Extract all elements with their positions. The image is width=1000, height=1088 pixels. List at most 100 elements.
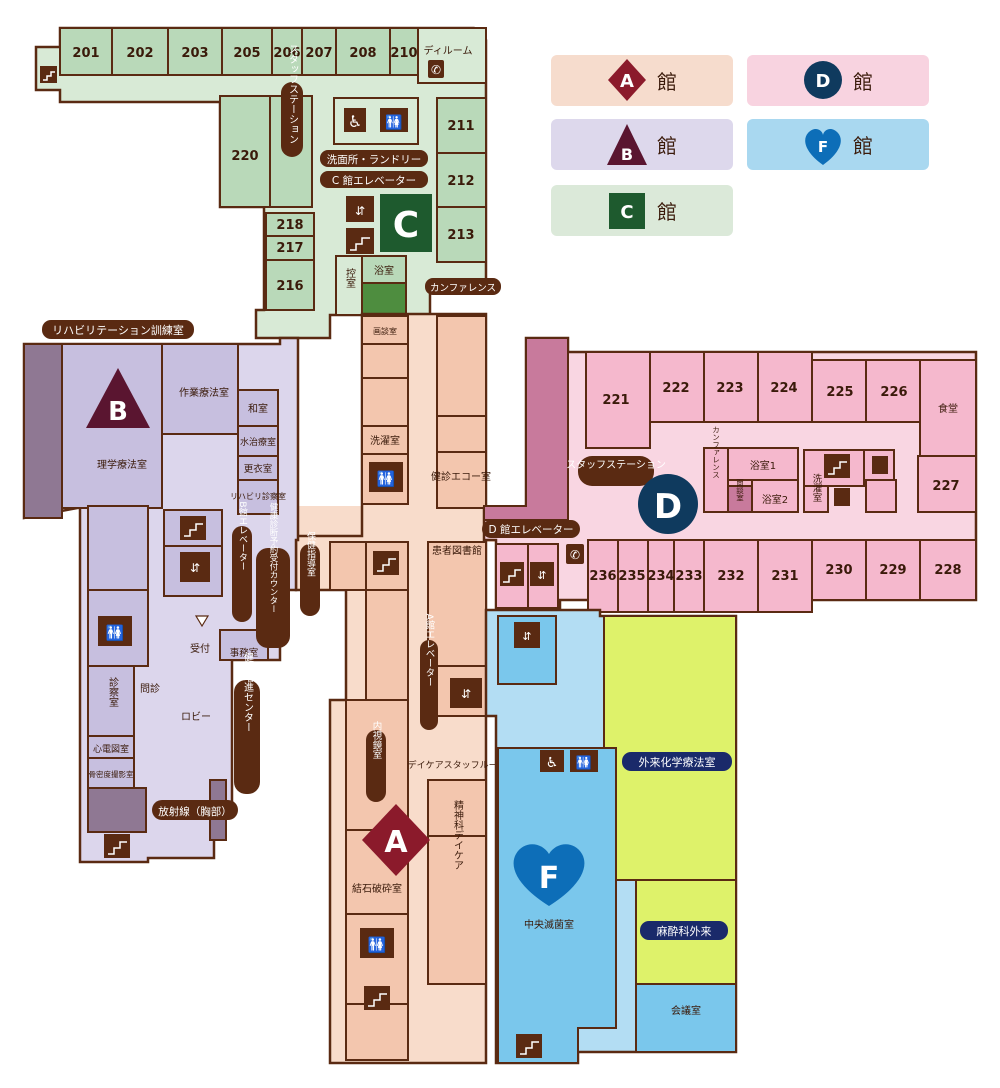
svg-text:カンファレンス: カンファレンス: [711, 425, 720, 478]
elevator-icon: [346, 196, 374, 222]
svg-text:画談室: 画談室: [373, 326, 397, 336]
svg-text:診察室: 診察室: [107, 676, 119, 707]
restroom-icon: [872, 456, 888, 474]
elevator-icon: [530, 562, 554, 586]
svg-text:211: 211: [447, 119, 474, 134]
svg-text:デイケアスタッフルーム: デイケアスタッフルーム: [408, 759, 507, 771]
c-wing: 201 202 203 205 206 207 208 210 ディルーム ✆ …: [34, 26, 501, 340]
svg-text:受付: 受付: [190, 642, 210, 655]
b-wing-marker: [86, 368, 150, 428]
svg-text:208: 208: [349, 46, 376, 61]
svg-text:結石破砕室: 結石破砕室: [352, 882, 402, 895]
svg-text:231: 231: [771, 569, 798, 584]
svg-text:F: F: [539, 861, 560, 896]
svg-text:館: 館: [853, 134, 873, 158]
svg-text:事務室: 事務室: [230, 647, 259, 659]
svg-text:放射線（胸部）: 放射線（胸部）: [158, 805, 232, 818]
svg-text:✆: ✆: [431, 63, 441, 77]
stairs-icon: [40, 66, 57, 83]
restroom-icon: [369, 462, 403, 492]
svg-text:230: 230: [825, 563, 852, 578]
stairs-icon: [516, 1034, 542, 1058]
svg-text:更衣室: 更衣室: [244, 463, 273, 475]
svg-text:226: 226: [880, 385, 907, 400]
svg-text:内視鏡室: 内視鏡室: [371, 720, 383, 759]
svg-text:⇵: ⇵: [522, 630, 531, 643]
restroom-icon: [98, 616, 132, 646]
svg-text:229: 229: [879, 563, 906, 578]
svg-text:⇵: ⇵: [461, 687, 471, 701]
svg-text:リハビリ診察室: リハビリ診察室: [230, 491, 286, 501]
svg-text:♿: ♿: [546, 755, 559, 771]
svg-text:和室: 和室: [248, 402, 268, 415]
restroom-icon: [570, 750, 598, 772]
svg-text:心電図室: 心電図室: [93, 743, 129, 755]
svg-text:D: D: [816, 71, 831, 92]
svg-text:健康診断予約受付カウンター: 健康診断予約受付カウンター: [268, 502, 278, 613]
staff-station-pill: [281, 82, 303, 157]
svg-text:🚻: 🚻: [377, 470, 396, 488]
svg-text:骨密度撮影室: 骨密度撮影室: [89, 769, 134, 779]
svg-text:保健指導室: 保健指導室: [305, 530, 316, 576]
svg-text:洗濯室: 洗濯室: [811, 473, 823, 502]
stairs-icon: [364, 986, 390, 1010]
svg-text:B: B: [108, 397, 128, 427]
svg-text:228: 228: [934, 563, 961, 578]
phone-icon: [428, 60, 444, 78]
svg-text:洗濯室: 洗濯室: [370, 434, 400, 447]
svg-text:205: 205: [233, 46, 260, 61]
svg-text:210: 210: [390, 46, 417, 61]
svg-text:C 館エレベーター: C 館エレベーター: [332, 174, 416, 187]
svg-text:🚻: 🚻: [106, 624, 125, 642]
svg-text:C: C: [620, 202, 633, 223]
svg-text:水治療室: 水治療室: [240, 436, 276, 448]
svg-text:216: 216: [276, 279, 303, 294]
stairs-icon: [373, 551, 399, 575]
legend: A 館 D 館 B 館 F 館 C 館: [551, 55, 929, 236]
svg-text:⇵: ⇵: [537, 569, 546, 582]
svg-text:会議室: 会議室: [671, 1004, 701, 1017]
svg-text:A: A: [620, 71, 634, 92]
svg-text:浴室2: 浴室2: [762, 493, 788, 506]
svg-text:控室: 控室: [344, 267, 356, 288]
svg-text:洗面所・ランドリー: 洗面所・ランドリー: [327, 154, 422, 166]
legend-item-a: A 館: [551, 55, 733, 106]
svg-text:カンファレンス: カンファレンス: [430, 283, 496, 294]
svg-text:館: 館: [657, 70, 677, 94]
svg-text:浴室1: 浴室1: [750, 459, 776, 472]
svg-text:🚻: 🚻: [368, 936, 387, 954]
d-wing-marker: [638, 474, 698, 534]
svg-text:⇵: ⇵: [190, 561, 200, 575]
svg-text:🚻: 🚻: [385, 114, 402, 131]
accessible-icon: [540, 750, 564, 772]
accessible-icon: [344, 108, 366, 132]
legend-item-c: C 館: [551, 185, 733, 236]
svg-text:館: 館: [657, 200, 677, 224]
svg-text:221: 221: [602, 393, 629, 408]
svg-text:健診エコー室: 健診エコー室: [431, 470, 491, 483]
svg-text:233: 233: [675, 569, 702, 584]
d-wing: 221 222 223 224 225 226 227 236 235 234 …: [482, 336, 978, 613]
restroom-icon: [380, 108, 408, 132]
svg-text:館: 館: [657, 134, 677, 158]
svg-text:236: 236: [589, 569, 616, 584]
svg-text:A館エレベーター: A館エレベーター: [424, 614, 436, 687]
svg-text:患者図書館: 患者図書館: [432, 544, 482, 557]
b-wing: リハビリテーション訓練室 B 作業療法室 理学療法室 和室 水治療室 更衣室 リ…: [22, 320, 320, 864]
svg-text:212: 212: [447, 174, 474, 189]
svg-text:B館エレベーター: B館エレベーター: [237, 501, 248, 570]
svg-text:スタッフステーション: スタッフステーション: [566, 459, 666, 471]
svg-text:F: F: [818, 138, 828, 156]
svg-text:A: A: [384, 825, 408, 860]
svg-text:🚻: 🚻: [576, 755, 592, 771]
stairs-icon: [180, 516, 206, 540]
svg-text:224: 224: [770, 381, 797, 396]
svg-text:外来化学療法室: 外来化学療法室: [639, 755, 716, 769]
c-wing-marker: [380, 194, 432, 252]
svg-text:精神科デイケア: 精神科デイケア: [452, 799, 464, 870]
f-wing: ⇵ ♿ 🚻 F 中央滅菌室 外来化学療法室 麻酔科外来 会議室: [484, 608, 738, 1065]
f-wing-marker: [513, 844, 585, 906]
svg-text:理学療法室: 理学療法室: [97, 458, 147, 471]
svg-text:203: 203: [181, 46, 208, 61]
